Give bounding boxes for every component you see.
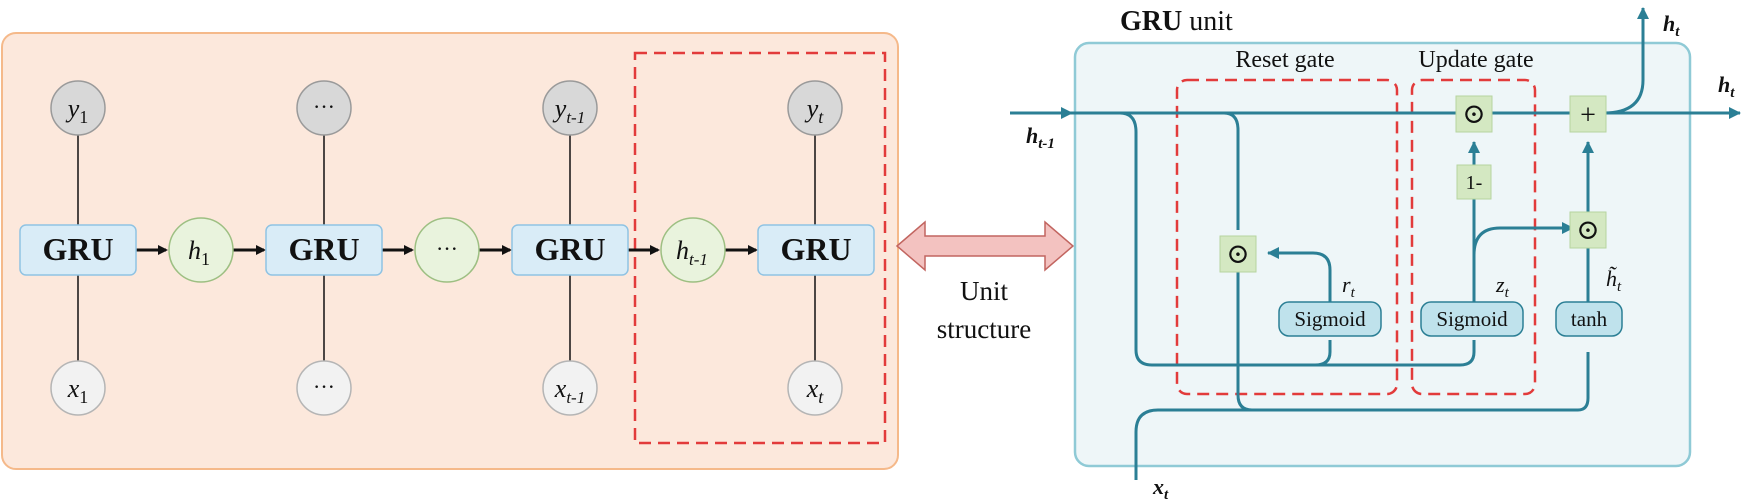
output-node: y1 — [50, 80, 106, 136]
gru-cell: GRU — [511, 224, 629, 276]
hidden-nodes: h1 ··· ht-1 — [168, 217, 726, 283]
svg-text:···: ··· — [313, 94, 335, 119]
input-node: xt — [787, 360, 843, 416]
h-prev-label: ht-1 — [1026, 123, 1055, 152]
svg-text:ht-1: ht-1 — [676, 236, 708, 269]
gru-cell: GRU — [265, 224, 383, 276]
svg-text:⊙: ⊙ — [1226, 239, 1249, 270]
input-node: xt-1 — [542, 360, 598, 416]
svg-text:x1: x1 — [67, 374, 89, 407]
middle-label-line1: Unit — [960, 276, 1009, 306]
candidate-odot: ⊙ — [1569, 211, 1607, 249]
double-arrow — [895, 220, 1075, 272]
activations: Sigmoid Sigmoid tanh — [1278, 301, 1623, 337]
svg-text:yt-1: yt-1 — [552, 94, 585, 127]
gru-cells: GRU GRU GRU GRU — [19, 224, 875, 276]
svg-text:···: ··· — [313, 374, 335, 399]
h-tilde-label: h̃t — [1606, 266, 1622, 295]
svg-text:Sigmoid: Sigmoid — [1436, 307, 1508, 331]
svg-text:GRU: GRU — [780, 231, 851, 267]
reset-gate-label: Reset gate — [1235, 47, 1334, 73]
update-odot: ⊙ — [1455, 95, 1493, 133]
gru-cell: GRU — [19, 224, 137, 276]
svg-text:⊙: ⊙ — [1576, 215, 1599, 246]
middle-label-line2: structure — [937, 314, 1031, 344]
update-gate-label: Update gate — [1418, 47, 1533, 73]
svg-text:GRU: GRU — [288, 231, 359, 267]
highlight-box — [633, 51, 887, 445]
h-t-top-label: ht — [1663, 11, 1680, 40]
one-minus-box: 1- — [1456, 164, 1492, 200]
x-t-label: xt — [1152, 474, 1169, 503]
svg-text:y1: y1 — [65, 94, 89, 127]
svg-text:tanh: tanh — [1571, 307, 1608, 331]
gru-wiring — [1010, 7, 1741, 480]
svg-text:+: + — [1580, 100, 1596, 131]
svg-text:Sigmoid: Sigmoid — [1294, 307, 1366, 331]
update-gate-box — [1410, 78, 1537, 396]
hidden-node: ht-1 — [660, 217, 726, 283]
reset-odot: ⊙ — [1219, 235, 1257, 273]
input-node: ··· — [296, 360, 352, 416]
output-node: ··· — [296, 80, 352, 136]
variable-labels: rt zt h̃t ht-1 ht ht xt — [1026, 11, 1735, 503]
gru-unit-title: GRU unit — [1120, 6, 1233, 37]
update-sigmoid: Sigmoid — [1420, 301, 1524, 337]
operators: ⊙ ⊙ 1- + ⊙ — [1219, 95, 1607, 273]
svg-text:1-: 1- — [1466, 172, 1483, 194]
hidden-node: ··· — [414, 217, 480, 283]
z-t-label: zt — [1495, 272, 1510, 301]
output-node: yt-1 — [542, 80, 598, 136]
svg-text:yt: yt — [804, 94, 825, 127]
input-nodes: x1 ··· xt-1 xt — [50, 360, 843, 416]
svg-text:xt-1: xt-1 — [554, 374, 585, 407]
svg-text:h1: h1 — [188, 236, 210, 269]
plus-box: + — [1569, 95, 1607, 133]
gru-cell: GRU — [757, 224, 875, 276]
reset-gate-box — [1175, 78, 1399, 396]
output-nodes: y1 ··· yt-1 yt — [50, 80, 843, 136]
svg-text:GRU: GRU — [42, 231, 113, 267]
svg-text:xt: xt — [806, 374, 825, 407]
reset-sigmoid: Sigmoid — [1278, 301, 1382, 337]
h-t-right-label: ht — [1718, 72, 1735, 101]
svg-text:GRU: GRU — [534, 231, 605, 267]
r-t-label: rt — [1342, 272, 1356, 301]
svg-text:⊙: ⊙ — [1462, 99, 1485, 130]
hidden-node: h1 — [168, 217, 234, 283]
svg-text:···: ··· — [436, 236, 458, 261]
output-node: yt — [787, 80, 843, 136]
input-node: x1 — [50, 360, 106, 416]
tanh-block: tanh — [1555, 301, 1623, 337]
